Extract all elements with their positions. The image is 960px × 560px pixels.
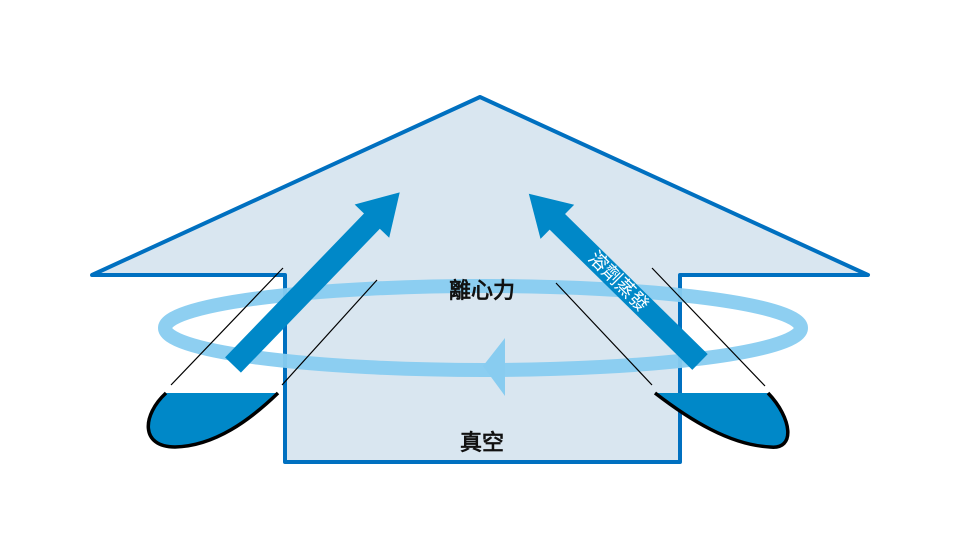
right-evaporation-arrow — [528, 193, 708, 370]
vacuum-label: 真空 — [460, 430, 504, 456]
left-tube-bottom — [146, 391, 280, 449]
left-evaporation-arrow — [225, 192, 400, 373]
left-sample-tube — [146, 267, 378, 449]
left-tube-wall-inner — [281, 279, 378, 386]
rotation-direction-arrowhead — [483, 338, 505, 396]
right-tube-wall-outer — [651, 267, 766, 387]
rotation-ring — [158, 279, 808, 377]
right-sample-tube — [555, 267, 790, 449]
right-tube-liquid — [655, 393, 788, 448]
left-tube-liquid — [148, 393, 278, 447]
right-tube-wall-inner — [555, 282, 653, 386]
centrifugal-force-label: 離心力 — [449, 278, 515, 304]
right-tube-bottom — [653, 391, 790, 449]
left-tube-wall-outer — [170, 267, 284, 386]
